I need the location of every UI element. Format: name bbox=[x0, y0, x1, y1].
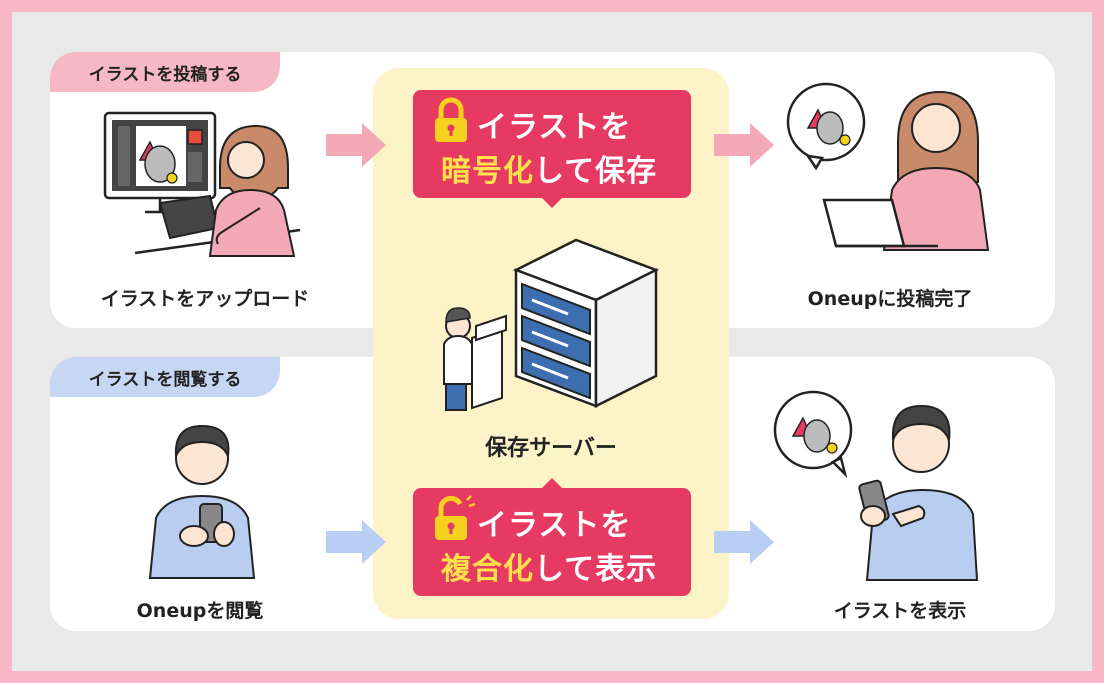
view-section-tag: イラストを閲覧する bbox=[50, 357, 280, 397]
post-left-caption: イラストをアップロード bbox=[100, 288, 310, 310]
decrypt-rest: して表示 bbox=[534, 552, 658, 587]
arrow-right-icon bbox=[714, 520, 774, 564]
view-right-caption: イラストを表示 bbox=[833, 600, 967, 622]
decrypt-banner-line1: イラストを bbox=[477, 508, 632, 543]
view-left-caption: Oneupを閲覧 bbox=[136, 600, 264, 622]
arrow-right-icon bbox=[326, 123, 386, 167]
decrypt-banner-line2: 複合化して表示 bbox=[441, 544, 657, 588]
lock-open-icon bbox=[435, 495, 476, 540]
encrypt-highlight: 暗号化 bbox=[441, 154, 534, 189]
encrypt-banner: イラストを 暗号化して保存 bbox=[413, 90, 691, 208]
illustration-displayed-illustration bbox=[773, 390, 979, 581]
post-section-tag: イラストを投稿する bbox=[50, 52, 280, 92]
decrypt-banner: イラストを 複合化して表示 bbox=[413, 478, 691, 596]
post-right-caption: Oneupに投稿完了 bbox=[807, 288, 973, 310]
decrypt-highlight: 複合化 bbox=[441, 552, 534, 587]
posted-complete-illustration bbox=[786, 82, 990, 251]
viewer-with-phone-illustration bbox=[148, 424, 256, 579]
arrow-right-icon bbox=[326, 520, 386, 564]
encrypt-rest: して保存 bbox=[534, 154, 658, 189]
server-caption: 保存サーバー bbox=[485, 436, 617, 461]
artist-uploading-illustration bbox=[103, 111, 301, 257]
arrow-right-icon bbox=[714, 123, 774, 167]
encrypt-banner-line1: イラストを bbox=[477, 110, 632, 145]
lock-closed-icon bbox=[435, 97, 467, 142]
encrypt-banner-line2: 暗号化して保存 bbox=[441, 146, 657, 190]
server-icon bbox=[443, 238, 660, 411]
